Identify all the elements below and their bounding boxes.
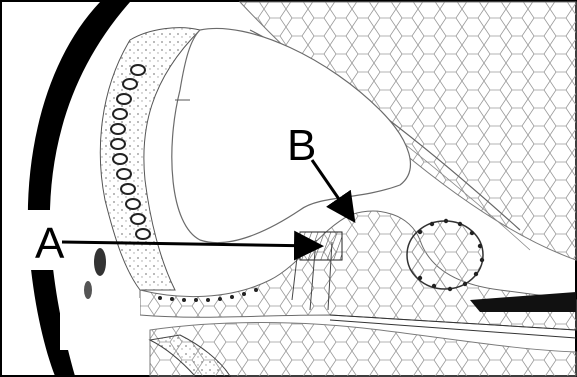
mask-block	[60, 298, 140, 350]
label-a: A	[35, 219, 65, 268]
label-b: B	[287, 121, 316, 170]
ganglion-cell	[94, 248, 106, 276]
ganglion-cell	[84, 281, 92, 299]
